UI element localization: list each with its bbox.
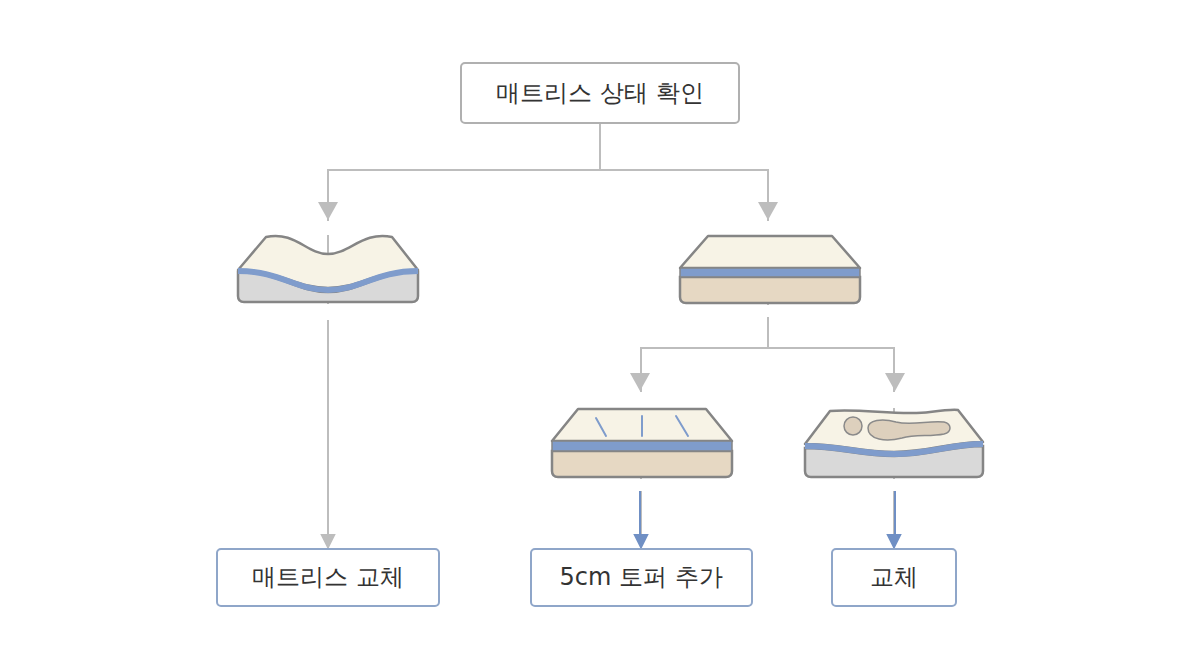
person-body	[868, 420, 950, 440]
connector	[600, 124, 894, 548]
node-label: 매트리스 상태 확인	[496, 79, 703, 108]
mattress-top	[238, 236, 418, 288]
gap-mask	[762, 221, 774, 235]
sagging-mattress	[238, 236, 418, 302]
gap-mask	[634, 392, 646, 408]
mattress-band	[680, 268, 860, 277]
result-box: 5cm 토퍼 추가	[530, 548, 753, 607]
mattress-band	[552, 441, 732, 451]
gap-mask	[322, 221, 334, 235]
gap-mask	[762, 305, 774, 317]
arrow-head	[630, 373, 650, 391]
result-box: 교체	[831, 548, 957, 607]
person-head	[844, 417, 862, 435]
gap-mask	[634, 479, 646, 491]
node-label: 매트리스 교체	[252, 563, 404, 592]
mattress-base	[552, 451, 732, 477]
mattress-top	[552, 409, 732, 441]
arrow-head	[885, 373, 905, 391]
arrow-head	[318, 202, 338, 220]
mattress-band	[238, 271, 418, 290]
gap-mask	[322, 304, 334, 320]
result-line	[639, 491, 641, 534]
result-line	[894, 491, 896, 534]
start-box: 매트리스 상태 확인	[460, 62, 740, 124]
firm-mattress	[552, 409, 732, 477]
flat-mattress	[680, 236, 860, 303]
node-label: 교체	[870, 563, 918, 592]
firmness-lines	[596, 416, 688, 436]
connector	[328, 124, 600, 548]
gap-mask	[889, 479, 901, 491]
mattress-band	[805, 444, 983, 454]
mattress-top	[680, 236, 860, 268]
mattress-base	[680, 277, 860, 303]
arrow-head	[758, 202, 778, 220]
gap-mask	[889, 392, 901, 408]
imprinted-mattress	[805, 410, 983, 477]
result-box: 매트리스 교체	[216, 548, 440, 607]
connector	[600, 124, 768, 548]
node-label: 5cm 토퍼 추가	[559, 563, 722, 592]
